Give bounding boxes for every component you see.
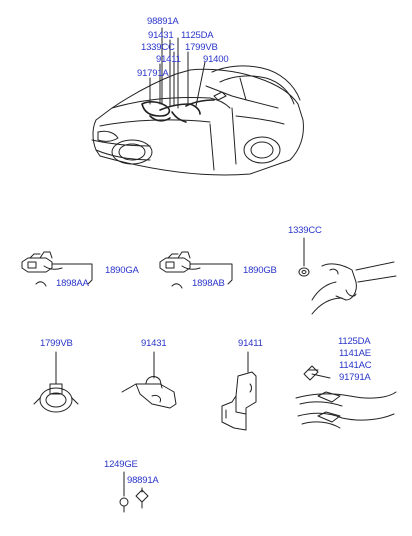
grommet-1339CC (298, 237, 397, 315)
label-91411-car: 91411 (156, 54, 181, 65)
label-1141AC: 1141AC (339, 360, 372, 371)
clip-1890GA (21, 251, 93, 287)
harness-connectors (295, 365, 397, 429)
label-1125DA-car: 1125DA (181, 30, 214, 41)
bracket-91411 (221, 351, 257, 431)
label-1339CC: 1339CC (288, 225, 322, 236)
label-98891A: 98891A (127, 475, 159, 486)
label-91791A: 91791A (339, 372, 371, 383)
label-91431: 91431 (141, 338, 167, 349)
label-91400-car: 91400 (203, 54, 229, 65)
clip-1799VB (33, 351, 79, 413)
label-91791A-car: 91791A (137, 68, 169, 79)
label-1898AA: 1898AA (56, 278, 89, 289)
label-1141AE: 1141AE (339, 348, 371, 359)
label-1890GB: 1890GB (243, 265, 277, 276)
label-98891A-car: 98891A (147, 16, 179, 27)
label-1339CC-car: 1339CC (141, 42, 175, 53)
clip-1890GB (159, 251, 233, 289)
bracket-91431 (121, 351, 177, 409)
label-1799VB-car: 1799VB (185, 42, 218, 53)
car-illustration (91, 27, 304, 176)
label-1799VB: 1799VB (40, 338, 73, 349)
label-91411: 91411 (238, 338, 263, 349)
label-91431-car: 91431 (148, 30, 174, 41)
screws-1249GE-98891A (119, 471, 149, 513)
label-1898AB: 1898AB (192, 278, 225, 289)
label-1890GA: 1890GA (105, 265, 139, 276)
label-1125DA: 1125DA (338, 336, 371, 347)
label-1249GE: 1249GE (104, 459, 138, 470)
